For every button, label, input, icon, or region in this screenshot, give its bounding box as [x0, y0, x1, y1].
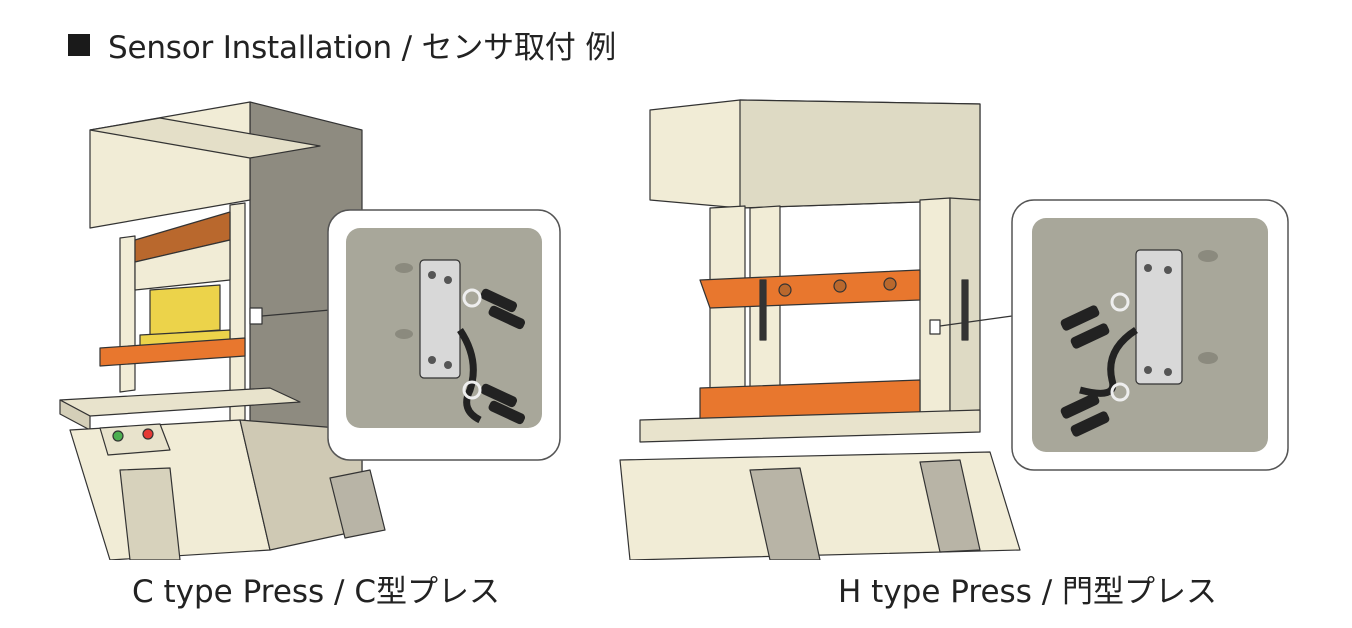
mounting-bolts: [480, 288, 526, 425]
h-type-press-illustration: [600, 90, 1320, 560]
black-square-icon: [68, 33, 90, 56]
c-press-control-panel: [99, 423, 171, 456]
c-press-upper-die: [149, 284, 221, 336]
section-header: Sensor Installation / センサ取付 例: [68, 22, 616, 67]
h-press-slide: [699, 269, 921, 309]
h-press-base: [619, 451, 1021, 560]
mounting-bolts: [1060, 305, 1110, 437]
c-press-sensor-callout: [327, 209, 561, 461]
h-press-sensor-callout: [1011, 199, 1289, 471]
h-press-right-column: [919, 197, 951, 423]
section-title: Sensor Installation / センサ取付 例: [108, 30, 617, 66]
c-press-bolster: [99, 337, 246, 367]
strain-sensor-block: [419, 259, 461, 379]
h-type-press-caption: H type Press / 門型プレス: [838, 574, 1218, 610]
h-press-bed: [639, 409, 981, 443]
c-type-press-illustration: [40, 90, 580, 560]
h-press-sensor-marker: [929, 319, 941, 335]
c-type-press-caption: C type Press / C型プレス: [132, 574, 500, 610]
c-press-sensor-marker: [249, 307, 263, 325]
strain-sensor-block: [1135, 249, 1183, 385]
